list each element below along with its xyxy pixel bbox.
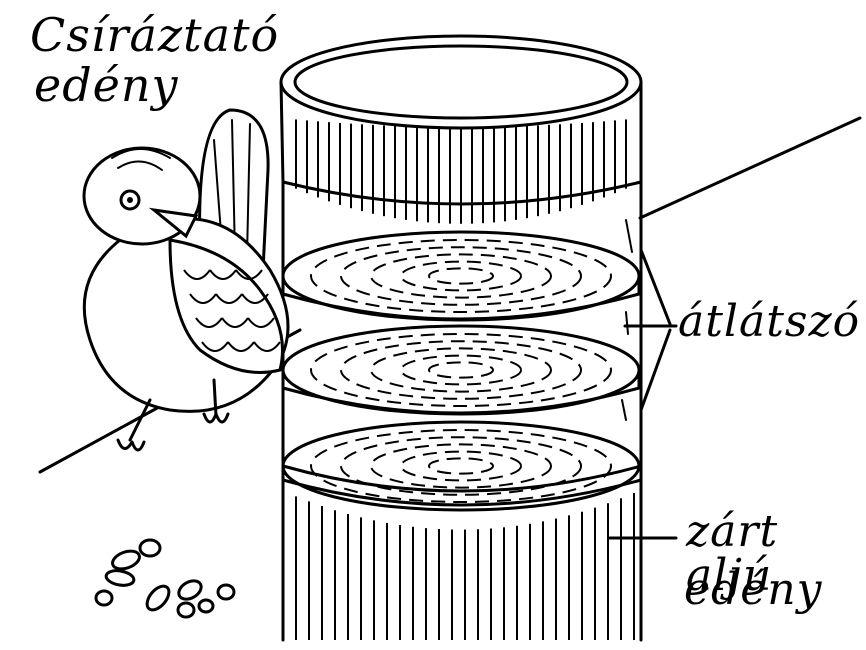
transparent-label: átlátszó	[678, 300, 860, 344]
lid-top-rim	[281, 36, 641, 128]
tray-3	[283, 422, 639, 510]
bird	[84, 110, 288, 450]
tray-2	[283, 326, 639, 414]
pointer-transparent-lower	[641, 330, 670, 410]
bird-leg-right	[214, 380, 216, 416]
bird-claws-left	[118, 440, 144, 450]
bird-claws-right	[204, 414, 228, 422]
title-label-line1: Csíráztató	[30, 12, 279, 58]
glass-highlight-3	[622, 400, 626, 420]
glass-highlight-1	[626, 220, 632, 252]
lid-ribs	[296, 119, 626, 223]
tray-1	[283, 232, 639, 320]
bottom-vessel-label-line2: edény	[684, 568, 822, 612]
glass-highlight-2	[626, 312, 628, 334]
pointer-transparent-upper	[641, 250, 670, 324]
sprouting-jar	[281, 36, 641, 640]
bird-pupil	[127, 197, 133, 203]
seeds	[96, 540, 234, 617]
branch-line-right	[640, 118, 860, 218]
bottom-ribs	[296, 493, 634, 640]
title-label-line2: edény	[34, 62, 179, 108]
